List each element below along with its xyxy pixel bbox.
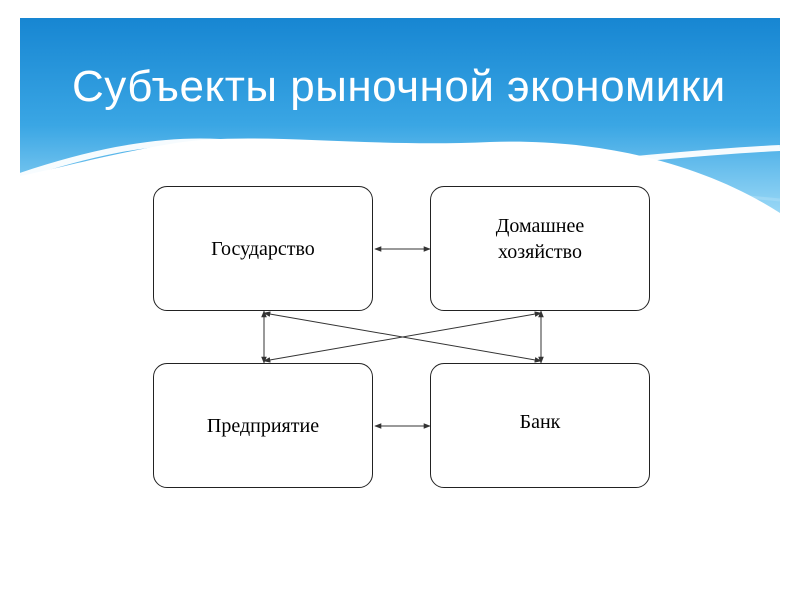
node-government-label: Государство [211, 237, 315, 260]
wave-background [20, 18, 780, 218]
slide-title: Субъекты рыночной экономики [72, 62, 726, 111]
node-government: Государство [153, 186, 373, 311]
edge-household-enterprise [263, 311, 542, 363]
title-banner [20, 18, 780, 218]
node-enterprise: Предприятие [153, 363, 373, 488]
node-bank-label: Банк [519, 410, 561, 433]
node-household-label: Домашнее хозяйство [495, 214, 585, 263]
node-enterprise-label: Предприятие [206, 414, 320, 437]
node-bank: Банк [430, 363, 650, 488]
node-household: Домашнее хозяйство [430, 186, 650, 311]
